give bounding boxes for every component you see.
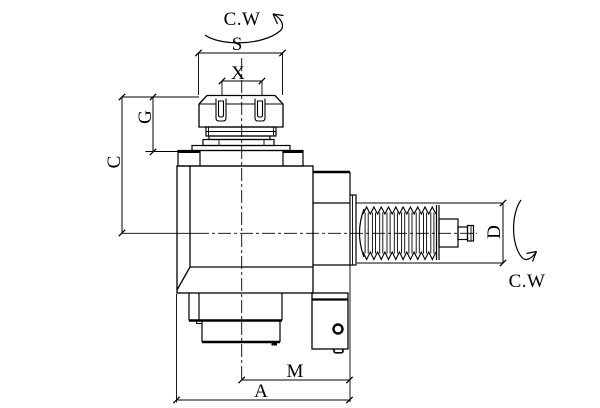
rotation-arrow-top — [204, 13, 284, 44]
threaded-shaft — [358, 205, 440, 261]
dim-m — [238, 265, 354, 402]
dim-s — [194, 49, 287, 95]
clamp-screw-hole — [332, 323, 344, 335]
rotation-label-top: C.W — [224, 9, 261, 30]
clamp-block — [311, 292, 349, 354]
dim-a — [172, 294, 354, 404]
head-band — [177, 149, 304, 167]
dim-x — [218, 77, 266, 96]
shaft-collar — [349, 194, 357, 266]
collet-nut-slot-left — [215, 98, 227, 122]
shank-step-2 — [201, 320, 281, 346]
shaft-tip — [438, 218, 475, 248]
shank-step-1 — [188, 293, 283, 324]
dim-g — [121, 93, 199, 156]
dim-m-label: M — [287, 361, 304, 382]
gear-body — [176, 165, 314, 294]
dim-g-label: G — [135, 110, 156, 124]
dim-c-label: C — [104, 156, 125, 169]
dim-s-label: S — [232, 34, 243, 55]
dim-d-label: D — [484, 225, 505, 239]
rotation-arrow-right — [512, 199, 538, 262]
clamp-block-tab — [333, 349, 344, 354]
rotation-label-right: C.W — [509, 271, 546, 292]
spindle-nose-rings — [191, 126, 291, 152]
dim-a-label: A — [254, 381, 268, 402]
spindle-boss — [313, 170, 357, 266]
body-chamfer — [176, 266, 191, 291]
dim-x-label: X — [231, 63, 245, 84]
dim-c — [118, 93, 126, 237]
collet-nut — [198, 94, 284, 128]
rotation-arrowhead-right — [526, 250, 538, 262]
dim-d — [356, 199, 507, 267]
rotation-arrowhead-top — [272, 13, 284, 25]
collet-nut-slot-right — [254, 98, 266, 122]
